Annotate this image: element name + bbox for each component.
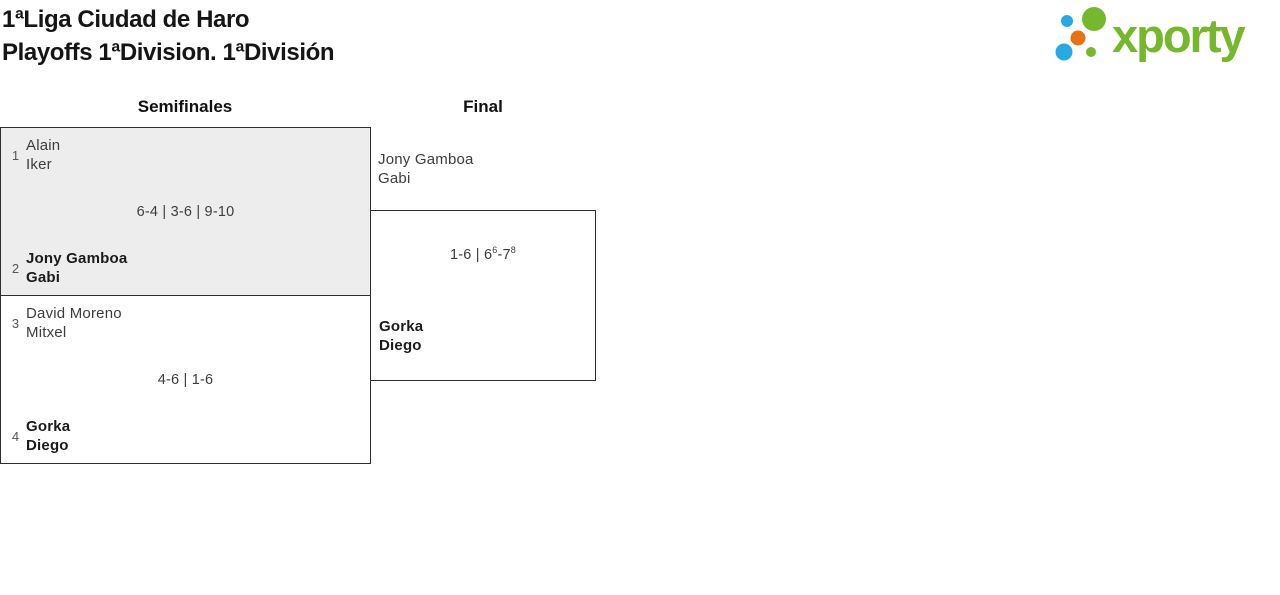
match-semifinal-1[interactable]: 1 Alain Iker 6-4 | 3-6 | 9-10 2 Jony Gam… bbox=[0, 127, 371, 296]
team-slot-sf2-bottom: 4 Gorka Diego bbox=[6, 417, 70, 455]
player-name: Gorka bbox=[379, 318, 424, 335]
player-name: Diego bbox=[26, 437, 69, 454]
team-slot-sf2-top: 3 David Moreno Mitxel bbox=[6, 304, 122, 342]
logo-dot-orange bbox=[1070, 30, 1086, 46]
player-name: David Moreno bbox=[26, 305, 122, 322]
seed-number: 1 bbox=[11, 147, 20, 163]
match-score-sf1: 6-4 | 3-6 | 9-10 bbox=[136, 203, 235, 220]
match-semifinal-2[interactable]: 3 David Moreno Mitxel 4-6 | 1-6 4 Gorka … bbox=[0, 295, 371, 464]
team-names: Gorka Diego bbox=[26, 417, 70, 455]
player-name: Diego bbox=[379, 337, 422, 354]
match-score-sf2: 4-6 | 1-6 bbox=[157, 371, 214, 388]
seed-number: 2 bbox=[11, 260, 20, 276]
player-name: Iker bbox=[26, 156, 52, 173]
page-title: 1ªLiga Ciudad de Haro Playoffs 1ªDivisio… bbox=[2, 3, 335, 69]
logo-wordmark: xporty bbox=[1112, 9, 1246, 62]
logo-dot-blue-large bbox=[1055, 43, 1073, 61]
player-name: Gabi bbox=[26, 269, 61, 286]
team-slot-sf1-bottom: 2 Jony Gamboa Gabi bbox=[6, 249, 127, 287]
round-label-final: Final bbox=[463, 97, 503, 116]
title-line-2: Playoffs 1ªDivision. 1ªDivisión bbox=[2, 39, 335, 66]
team-names: Alain Iker bbox=[26, 136, 60, 174]
match-score-final: 1-6 | 66-78 bbox=[450, 245, 516, 263]
logo-dot-green-small bbox=[1086, 47, 1096, 57]
team-slot-sf1-top: 1 Alain Iker bbox=[6, 136, 60, 174]
title-line-1: 1ªLiga Ciudad de Haro bbox=[2, 6, 250, 33]
team-slot-final-top: Jony Gamboa Gabi bbox=[378, 150, 474, 188]
team-names: Jony Gamboa Gabi bbox=[26, 249, 127, 287]
team-names: David Moreno Mitxel bbox=[26, 304, 122, 342]
player-name: Alain bbox=[26, 137, 61, 154]
player-name: Gorka bbox=[26, 418, 71, 435]
seed-number: 4 bbox=[11, 428, 20, 444]
player-name: Gabi bbox=[378, 170, 411, 187]
xporty-logo[interactable]: xporty bbox=[1050, 0, 1280, 75]
match-final[interactable]: 1-6 | 66-78 Gorka Diego bbox=[370, 210, 596, 381]
player-name: Jony Gamboa bbox=[26, 250, 128, 267]
player-name: Mitxel bbox=[26, 324, 67, 341]
round-label-semifinales: Semifinales bbox=[137, 97, 233, 116]
player-name: Jony Gamboa bbox=[378, 151, 474, 168]
seed-number: 3 bbox=[11, 315, 20, 331]
logo-dot-blue-small bbox=[1061, 15, 1073, 27]
team-slot-final-bottom: Gorka Diego bbox=[379, 317, 423, 355]
logo-dot-green-large bbox=[1082, 7, 1106, 31]
